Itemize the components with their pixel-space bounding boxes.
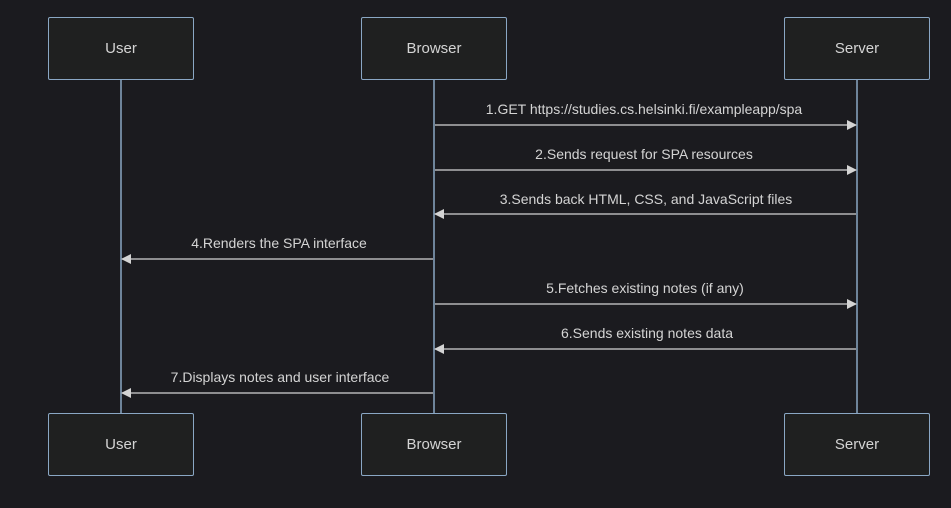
actor-label: Server [834,40,880,57]
actor-user-top: User [48,17,194,80]
message-label-7: 7.Displays notes and user interface [170,369,390,385]
actor-label: Server [834,436,880,453]
actor-user-bottom: User [48,413,194,476]
message-label-4: 4.Renders the SPA interface [191,235,367,251]
message-label-5: 5.Fetches existing notes (if any) [546,280,744,296]
message-label-1: 1.GET https://studies.cs.helsinki.fi/exa… [485,101,803,117]
actor-label: User [105,40,137,57]
actor-label: Browser [406,436,462,453]
actor-server-top: Server [784,17,930,80]
actor-label: Browser [406,40,462,57]
actor-label: User [105,436,137,453]
message-label-2: 2.Sends request for SPA resources [535,146,753,162]
actor-browser-bottom: Browser [361,413,507,476]
message-label-3: 3.Sends back HTML, CSS, and JavaScript f… [499,191,793,207]
message-label-6: 6.Sends existing notes data [560,325,734,341]
actor-server-bottom: Server [784,413,930,476]
actor-browser-top: Browser [361,17,507,80]
